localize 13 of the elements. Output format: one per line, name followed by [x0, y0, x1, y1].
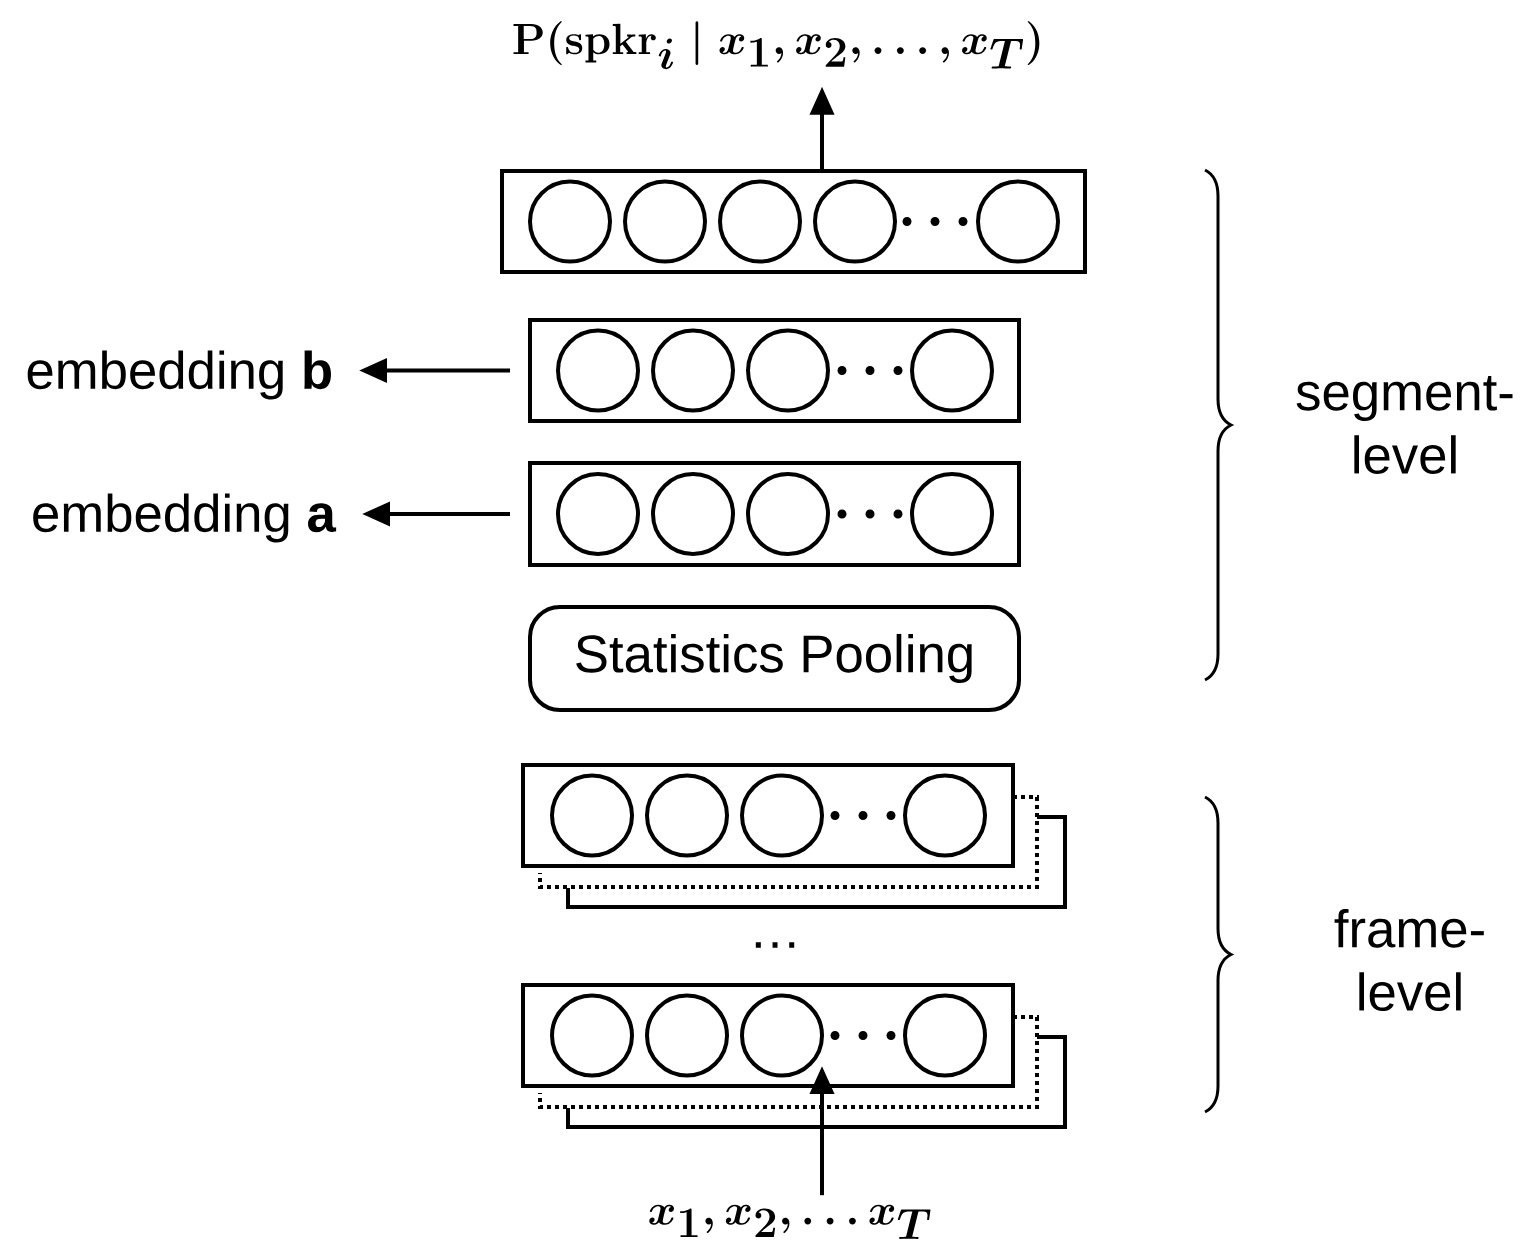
formula: $\mathbf{P}(\mathbf{spkr}_i \mid x_1, x_2, \ldots, x_T)$: [513, 21, 1040, 70]
level-label: …: [755, 942, 795, 948]
layer-box: [528, 461, 1021, 567]
formula: $x_1, x_2, \ldots x_T$: [649, 1204, 931, 1239]
level-label: frame-level: [1334, 909, 1484, 1011]
pooling-box: Statistics Pooling: [528, 605, 1021, 712]
output-label: embedding b: [27, 350, 331, 400]
layer-box: [521, 763, 1015, 868]
layer-box: [528, 318, 1021, 423]
output-label: embedding a: [33, 493, 337, 543]
layer-box: [521, 983, 1015, 1088]
level-label: segment-level: [1296, 376, 1513, 474]
layer-box: [500, 169, 1087, 274]
